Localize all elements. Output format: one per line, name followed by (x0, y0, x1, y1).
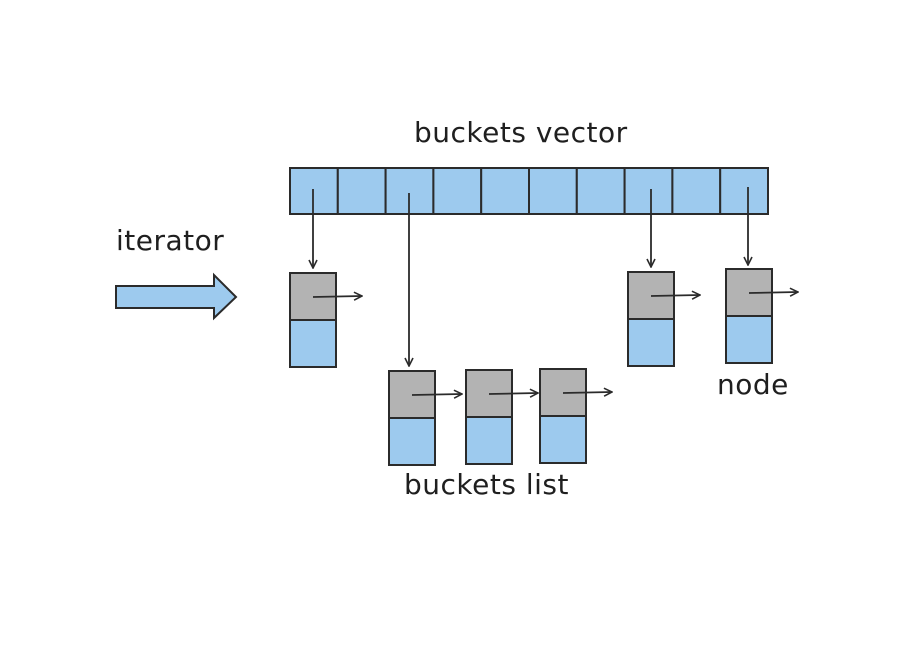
bucket-cell (528, 167, 578, 215)
next-pointers (312, 292, 798, 395)
bucket-cell (432, 167, 483, 215)
next-pointer-arrow (411, 394, 462, 395)
node-value-cell (465, 416, 513, 465)
node (627, 271, 675, 367)
buckets-list-label: buckets list (404, 468, 569, 501)
buckets-vector (289, 167, 770, 215)
next-pointer-arrow (748, 292, 798, 293)
bucket-cell (480, 167, 531, 215)
node-value-cell (289, 319, 337, 368)
node-label: node (717, 368, 789, 401)
node (725, 268, 773, 364)
bucket-cell (575, 167, 626, 215)
bucket-cell (623, 167, 674, 215)
bucket-pointers (313, 187, 748, 366)
next-pointer-arrow (650, 295, 700, 296)
next-pointer-arrow (562, 392, 612, 393)
bucket-cell (671, 167, 722, 215)
node (465, 369, 513, 465)
node-value-cell (627, 318, 675, 367)
bucket-cell (719, 167, 770, 215)
iterator-label: iterator (116, 224, 225, 257)
node (289, 272, 337, 368)
iterator-arrow (115, 272, 238, 321)
bucket-cell (336, 167, 387, 215)
node (388, 370, 436, 466)
node-value-cell (725, 315, 773, 364)
node (539, 368, 587, 464)
node-value-cell (539, 415, 587, 464)
buckets-vector-label: buckets vector (414, 116, 628, 149)
next-pointer-arrow (312, 296, 362, 297)
next-pointer-arrow (488, 393, 538, 394)
node-value-cell (388, 417, 436, 466)
